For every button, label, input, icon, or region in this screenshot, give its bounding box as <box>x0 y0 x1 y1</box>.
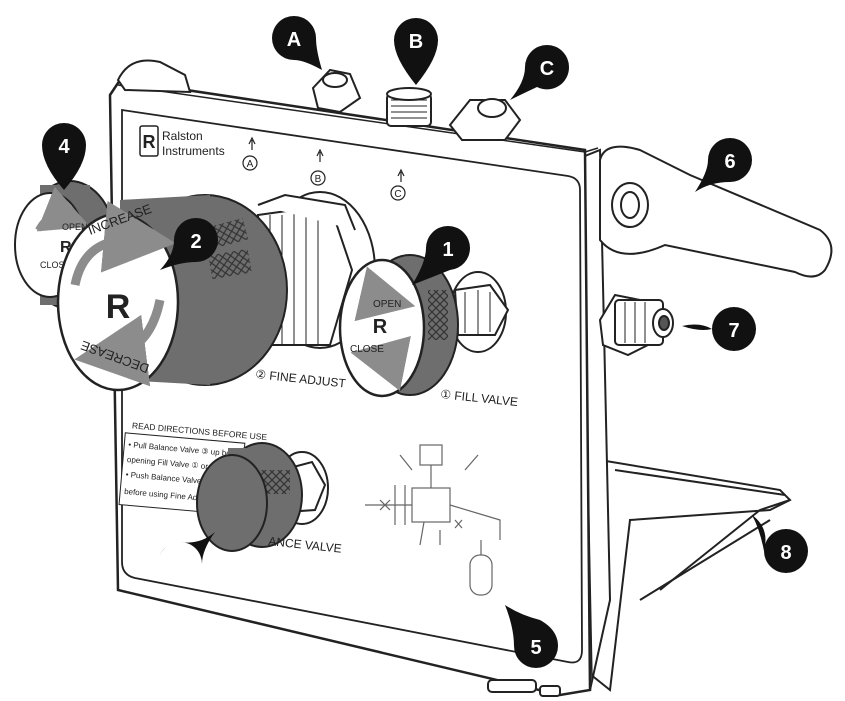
callout-c: C <box>510 45 570 100</box>
callout-5: 5 <box>505 605 558 668</box>
knob1-open-label: OPEN <box>373 299 401 310</box>
port-marker-c-letter: C <box>394 189 401 200</box>
knob1-logo: R <box>373 316 388 338</box>
callout-c-label: C <box>540 58 554 80</box>
knob4-open-label: OPEN <box>62 222 88 232</box>
callouts: A B C 1 2 3 4 5 <box>42 16 808 668</box>
callout-8-label: 8 <box>780 542 791 564</box>
base-feet <box>487 679 561 697</box>
callout-3-label: 3 <box>174 554 185 576</box>
stand-frame <box>558 458 792 692</box>
callout-7: 7 <box>682 307 756 351</box>
pneumatic-schematic <box>365 444 501 596</box>
port-b-fitting <box>386 87 432 127</box>
callout-7-label: 7 <box>728 320 739 342</box>
knob2-logo: R <box>106 288 131 326</box>
port-marker-b: B <box>310 148 326 186</box>
side-outlet-fitting <box>598 293 674 357</box>
callout-4-label: 4 <box>58 136 70 158</box>
callout-2-label: 2 <box>190 231 201 253</box>
port-c-fitting <box>448 98 522 141</box>
port-a-fitting <box>311 68 362 114</box>
callout-1-label: 1 <box>442 239 453 261</box>
callout-3: 3 <box>158 532 215 576</box>
top-left-cap <box>116 59 192 94</box>
brand-sub: Instruments <box>162 144 225 158</box>
knob-3-balance-valve[interactable] <box>196 442 303 552</box>
knob4-close-label: CLOSE <box>40 260 71 270</box>
knob1-close-label: CLOSE <box>350 344 384 355</box>
port-marker-b-letter: B <box>315 174 322 185</box>
callout-8: 8 <box>752 515 808 573</box>
carry-handle[interactable] <box>599 145 833 278</box>
callout-6-label: 6 <box>724 151 735 173</box>
callout-b-label: B <box>409 31 423 53</box>
front-panel <box>108 78 599 697</box>
port-marker-a-letter: A <box>247 159 254 170</box>
port-marker-a: A <box>242 136 258 171</box>
port-markers: A B C <box>242 136 406 201</box>
callout-a-label: A <box>287 29 301 51</box>
callout-6: 6 <box>695 138 752 192</box>
callout-b: B <box>394 18 438 85</box>
callout-1: 1 <box>412 226 471 285</box>
callout-4: 4 <box>42 123 86 190</box>
knob-2-fine-adjust[interactable]: INCREASE R DECREASE <box>56 194 288 392</box>
callout-a: A <box>272 16 322 70</box>
brand-name: Ralston <box>162 129 203 143</box>
fill-valve-fitting <box>449 271 510 353</box>
port-marker-c: C <box>390 168 406 201</box>
knob-1-fill-valve[interactable]: OPEN R CLOSE <box>338 254 459 398</box>
brand-logo-letter: R <box>143 132 156 152</box>
brand-logo: R Ralston Instruments <box>139 125 225 158</box>
callout-2: 2 <box>160 218 218 270</box>
callout-5-label: 5 <box>530 637 541 659</box>
